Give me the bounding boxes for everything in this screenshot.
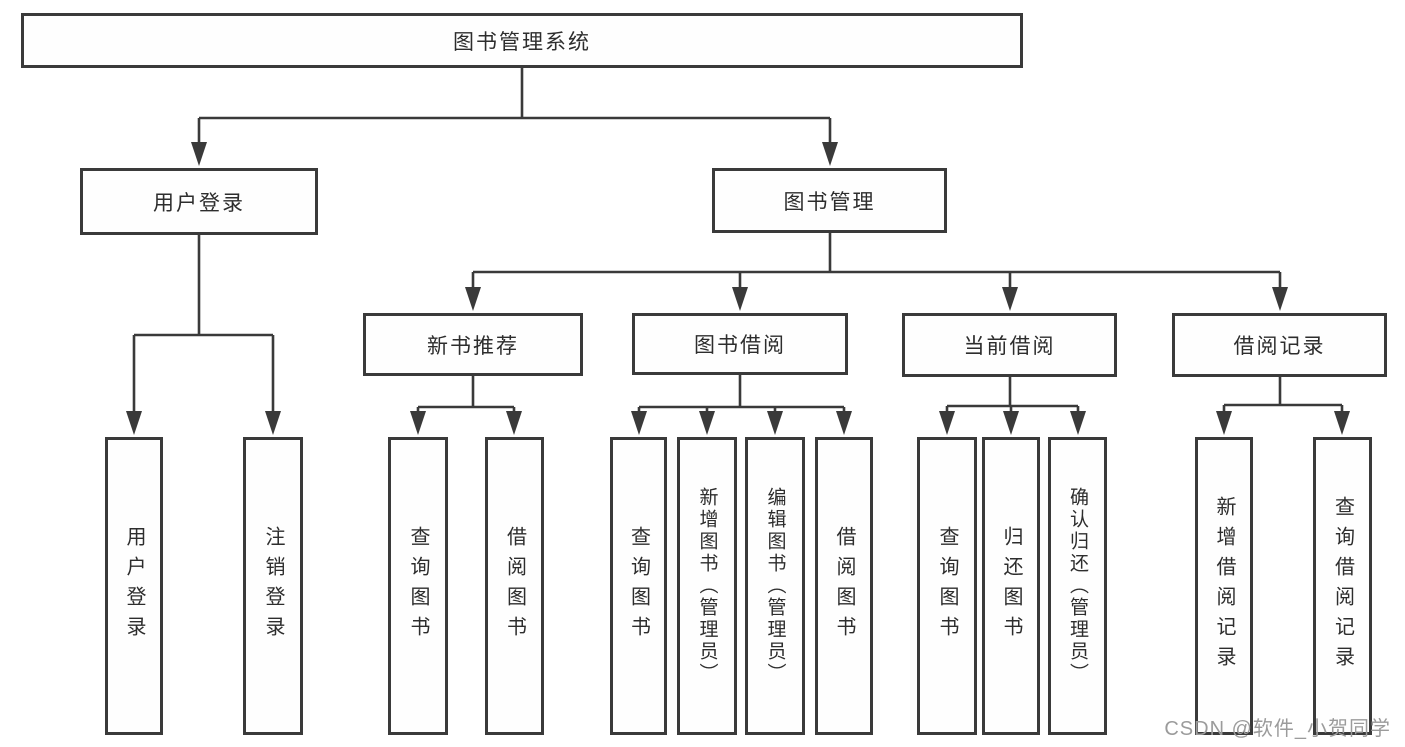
node-borrowing-records: 借阅记录 — [1172, 313, 1387, 377]
leaf-label: 查询图书 — [627, 526, 650, 646]
node-label: 用户登录 — [153, 191, 245, 215]
node-user-login: 用户登录 — [80, 168, 318, 235]
leaf-label: 确认归还（管理员） — [1067, 487, 1088, 685]
leaf-label: 注销登录 — [262, 526, 284, 646]
leaf-query-books-recommend: 查询图书 — [388, 437, 448, 735]
leaf-user-login: 用户登录 — [105, 437, 163, 735]
leaf-query-borrow-record: 查询借阅记录 — [1313, 437, 1372, 735]
leaf-label: 查询图书 — [936, 526, 958, 646]
leaf-label: 借阅图书 — [833, 526, 855, 646]
node-book-borrowing: 图书借阅 — [632, 313, 848, 375]
leaf-logout: 注销登录 — [243, 437, 303, 735]
leaf-label: 查询借阅记录 — [1331, 496, 1354, 676]
leaf-query-books-current: 查询图书 — [917, 437, 977, 735]
leaf-borrow-books-recommend: 借阅图书 — [485, 437, 544, 735]
csdn-watermark: CSDN @软件_小贺同学 — [1164, 718, 1391, 740]
leaf-return-book: 归还图书 — [982, 437, 1040, 735]
node-book-management: 图书管理 — [712, 168, 947, 233]
leaf-label: 借阅图书 — [503, 526, 526, 646]
leaf-query-books-borrowing: 查询图书 — [610, 437, 667, 735]
leaf-confirm-return-admin: 确认归还（管理员） — [1048, 437, 1107, 735]
leaf-label: 新增图书（管理员） — [696, 487, 718, 685]
leaf-label: 新增借阅记录 — [1213, 496, 1235, 676]
leaf-add-book-admin: 新增图书（管理员） — [677, 437, 737, 735]
leaf-label: 用户登录 — [123, 526, 145, 646]
leaf-borrow-books-borrowing: 借阅图书 — [815, 437, 873, 735]
node-label: 当前借阅 — [963, 335, 1056, 358]
node-label: 新书推荐 — [427, 334, 519, 358]
node-new-book-recommend: 新书推荐 — [363, 313, 583, 376]
leaf-label: 编辑图书（管理员） — [764, 487, 786, 685]
leaf-label: 查询图书 — [407, 526, 429, 646]
node-label: 借阅记录 — [1233, 335, 1326, 358]
node-library-management-system: 图书管理系统 — [21, 13, 1023, 68]
node-current-borrowing: 当前借阅 — [902, 313, 1117, 377]
leaf-edit-book-admin: 编辑图书（管理员） — [745, 437, 805, 735]
leaf-label: 归还图书 — [1000, 526, 1022, 646]
leaf-add-borrow-record: 新增借阅记录 — [1195, 437, 1253, 735]
node-label: 图书借阅 — [694, 334, 786, 357]
node-label: 图书管理系统 — [453, 30, 591, 54]
node-label: 图书管理 — [783, 190, 876, 214]
